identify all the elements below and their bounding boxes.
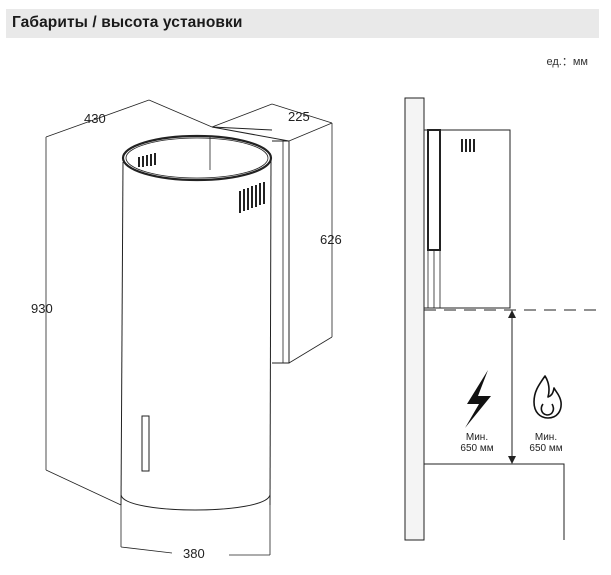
electric-min-label: Мин. xyxy=(466,432,488,443)
flame-icon xyxy=(533,375,562,419)
section-title: Габариты / высота установки xyxy=(12,14,243,31)
installation-view xyxy=(404,97,600,541)
dim-diameter-label: 380 xyxy=(183,546,205,561)
dim-side-width-label: 225 xyxy=(288,109,310,124)
gas-min-label: Мин. xyxy=(535,432,557,443)
hood-3d-view xyxy=(120,126,290,511)
installation-labels: Мин. 650 мм Мин. 650 мм xyxy=(460,432,562,454)
vent-grill-top xyxy=(138,153,156,167)
dimension-lines xyxy=(45,99,333,556)
units-label: ед.：мм xyxy=(546,56,588,68)
section-header: Габариты / высота установки xyxy=(6,9,599,38)
dim-total-height-label: 930 xyxy=(31,301,53,316)
vent-grill-side xyxy=(239,182,265,213)
dim-depth-label: 430 xyxy=(84,111,106,126)
lightning-icon xyxy=(465,370,491,428)
vent-grill-side-view xyxy=(461,139,475,152)
gas-min-value: 650 мм xyxy=(529,443,562,454)
electric-min-value: 650 мм xyxy=(460,443,493,454)
wall xyxy=(404,97,425,541)
dimension-labels: 430 225 930 626 380 xyxy=(31,109,342,561)
dim-chimney-height-label: 626 xyxy=(320,232,342,247)
